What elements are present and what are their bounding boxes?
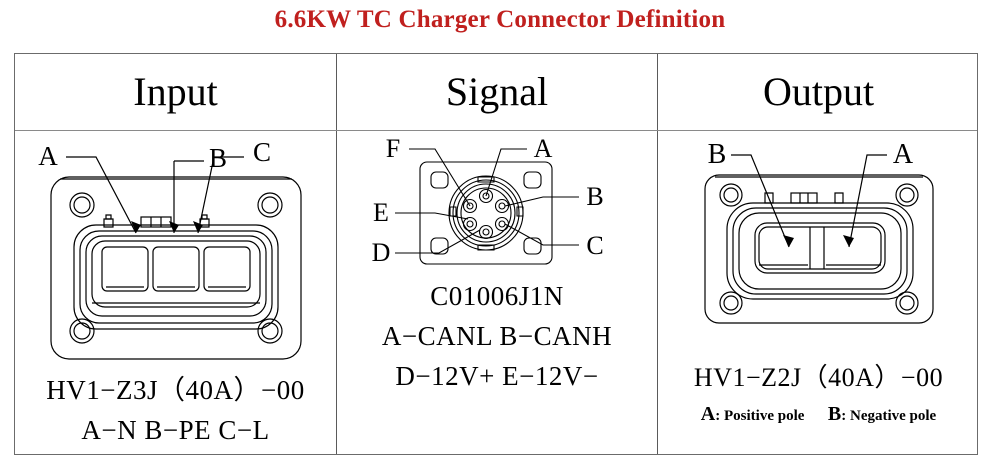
- input-part-number: HV1−Z3J（40A）−00: [46, 375, 305, 405]
- signal-pin-label-c: C: [586, 231, 603, 260]
- output-part-number: HV1−Z2J（40A）−00: [693, 363, 944, 392]
- column-body-output: B A HV1−Z2J（40A）−00 A: Positive pole B: …: [658, 131, 979, 454]
- input-pin-label-a: A: [38, 141, 58, 171]
- signal-part-number: C01006J1N: [430, 281, 564, 311]
- 6-pin-circular-connector-icon: F A B C E D: [372, 137, 604, 267]
- column-body-signal: F A B C E D C01006J1N A−CANL B−CANH D−12…: [337, 131, 657, 454]
- signal-pin-label-e: E: [373, 198, 389, 227]
- page-title: 6.6KW TC Charger Connector Definition: [274, 6, 726, 33]
- signal-pin-definition-line2: D−12V+ E−12V−: [395, 361, 599, 391]
- header-row-divider: [15, 130, 977, 131]
- signal-pin-definition-line1: A−CANL B−CANH: [381, 321, 613, 351]
- signal-pin-label-d: D: [372, 238, 391, 267]
- column-header-signal: Signal: [445, 69, 549, 114]
- column-input: Input: [15, 54, 336, 454]
- input-pin-label-b: B: [208, 143, 226, 173]
- output-pole-legend: A: Positive pole B: Negative pole: [658, 403, 979, 426]
- output-pin-label-a: A: [892, 139, 913, 170]
- input-pin-definition: A−N B−PE C−L: [81, 415, 270, 445]
- output-legend-a-text: Positive pole: [723, 408, 805, 424]
- column-divider-1: [336, 54, 337, 454]
- signal-pin-label-a: A: [534, 137, 553, 163]
- column-signal: Signal: [337, 54, 657, 454]
- output-legend-a-sep: :: [715, 408, 721, 424]
- column-header-input: Input: [133, 69, 218, 114]
- output-legend-b-text: Negative pole: [849, 408, 937, 424]
- column-header-output: Output: [762, 69, 875, 114]
- column-divider-2: [657, 54, 658, 454]
- signal-pin-label-f: F: [386, 137, 400, 163]
- output-legend-b-key: B: [827, 403, 842, 425]
- 2-pin-rectangular-connector-icon: B A: [703, 139, 934, 324]
- output-pin-label-b: B: [707, 139, 726, 170]
- column-body-input: A B C HV1−Z3J（40A）−00 A−N B−PE C−L: [15, 131, 336, 454]
- signal-connector-drawing: F A B C E D: [337, 137, 657, 267]
- input-pin-label-c: C: [252, 137, 270, 167]
- connector-table: Input: [14, 53, 978, 455]
- column-output: Output: [658, 54, 979, 454]
- output-connector-drawing: B A: [658, 135, 979, 357]
- signal-pin-label-b: B: [586, 182, 603, 211]
- output-legend-b-sep: :: [841, 408, 847, 424]
- input-connector-drawing: A B C: [15, 135, 336, 367]
- 3-pin-rectangular-connector-icon: A B C: [38, 137, 302, 360]
- output-legend-a-key: A: [700, 403, 716, 425]
